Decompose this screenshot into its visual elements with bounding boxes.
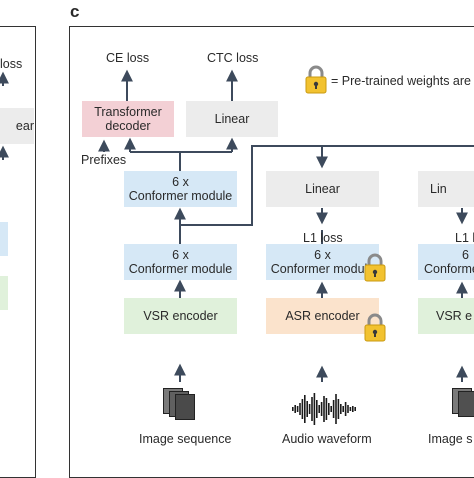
- left-linear-label: ear: [15, 119, 34, 133]
- right-conformer-line1: 6: [462, 248, 469, 262]
- left-green-box: [0, 276, 8, 310]
- right-encoder-box: VSR e: [418, 298, 474, 334]
- ce-loss-label: CE loss: [106, 51, 150, 65]
- conformer-vsr-box: 6 x Conformer module: [124, 244, 237, 280]
- asr-linear-box: Linear: [266, 171, 379, 207]
- image-sequence-icon: [163, 388, 203, 422]
- decoder-line2: decoder: [105, 119, 151, 133]
- asr-linear-label: Linear: [305, 182, 340, 196]
- vsr-encoder-box: VSR encoder: [124, 298, 237, 334]
- asr-l1-loss-label: L1 loss: [303, 231, 343, 245]
- asr-conformer-lock-icon: [364, 252, 386, 282]
- conformer-top-box: 6 x Conformer module: [124, 171, 237, 207]
- asr-conformer-line1: 6 x: [314, 248, 331, 262]
- transformer-decoder-box: Transformer decoder: [82, 101, 174, 137]
- left-linear-box: ear: [0, 108, 34, 144]
- asr-encoder-label: ASR encoder: [285, 309, 360, 323]
- right-linear-label: Lin: [430, 182, 447, 196]
- vsr-encoder-label: VSR encoder: [143, 309, 218, 323]
- legend-text: = Pre-trained weights are: [331, 74, 472, 88]
- right-conformer-line2: Conformer: [424, 262, 474, 276]
- right-l1-loss-label: L1 l: [455, 231, 474, 245]
- asr-encoder-box: ASR encoder: [266, 298, 379, 334]
- asr-conformer-line2: Conformer module: [270, 262, 375, 276]
- conformer-top-line1: 6 x: [172, 175, 189, 189]
- lock-icon: [305, 64, 327, 94]
- left-blue-box: [0, 222, 8, 256]
- right-conformer-box: 6 Conformer: [418, 244, 474, 280]
- asr-encoder-lock-icon: [364, 312, 386, 342]
- conformer-vsr-line1: 6 x: [172, 248, 189, 262]
- image-sequence-right-icon: [452, 388, 474, 422]
- linear-ctc-label: Linear: [214, 112, 250, 126]
- ctc-loss-label: CTC loss: [207, 51, 259, 65]
- image-sequence-right-label: Image s: [428, 432, 473, 446]
- right-linear-box: Lin: [418, 171, 474, 207]
- panel-label: c: [70, 2, 80, 21]
- conformer-vsr-line2: Conformer module: [128, 262, 233, 276]
- conformer-top-line2: Conformer module: [128, 189, 233, 203]
- right-encoder-label: VSR e: [436, 309, 473, 323]
- prefixes-label: Prefixes: [81, 153, 127, 167]
- linear-ctc-box: Linear: [186, 101, 278, 137]
- audio-waveform-label: Audio waveform: [282, 432, 372, 446]
- left-loss-label: loss: [0, 57, 23, 71]
- decoder-line1: Transformer: [94, 105, 162, 119]
- asr-conformer-box: 6 x Conformer module: [266, 244, 379, 280]
- image-sequence-label: Image sequence: [139, 432, 232, 446]
